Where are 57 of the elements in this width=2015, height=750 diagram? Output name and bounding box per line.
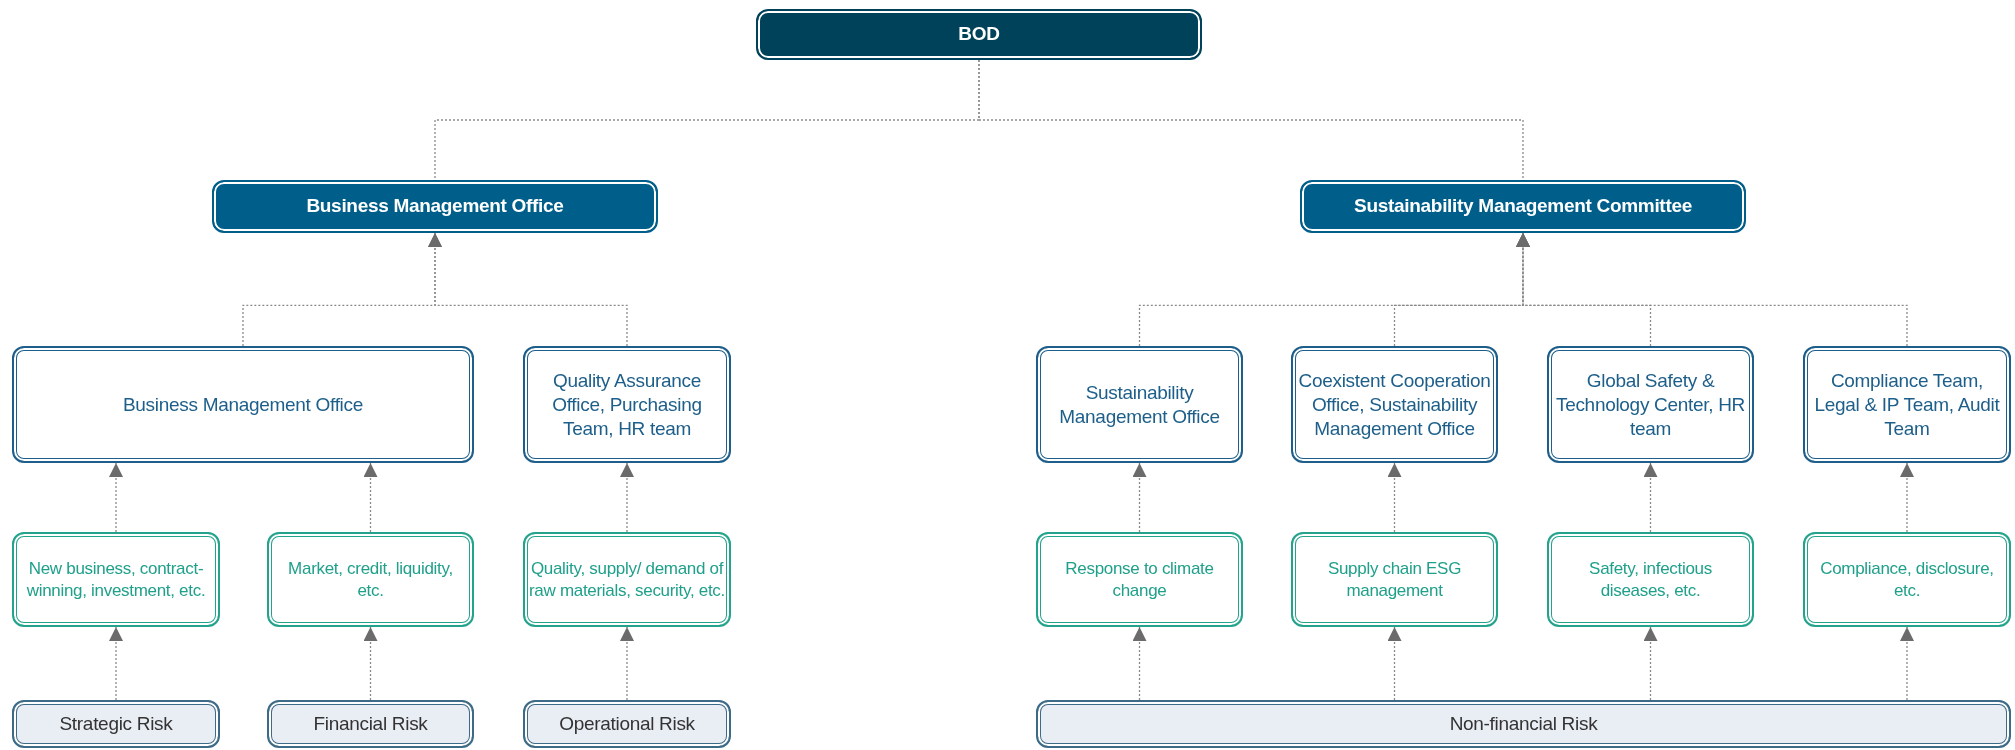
- node-label: Non-financial Risk: [1449, 711, 1598, 736]
- node-label: Business Management Office: [122, 392, 363, 417]
- node-label: Quality, supply/ demand of raw materials, security, etc.: [529, 557, 725, 602]
- risk-category-box: [1036, 700, 2011, 748]
- risk-category-box: [523, 700, 731, 748]
- department-box: [1291, 346, 1498, 463]
- connector-arrow: [1900, 626, 1914, 701]
- node-label: Financial Risk: [313, 711, 428, 736]
- department-box: [523, 346, 731, 463]
- risk-item-box: [12, 532, 220, 627]
- node-label: Coexistent Cooperation Office, Sustainability Management Office: [1297, 368, 1492, 441]
- committee-box: [1300, 180, 1746, 233]
- board-box: [756, 9, 1202, 60]
- risk-item-box: [1803, 532, 2011, 627]
- department-box: [1036, 346, 1243, 463]
- node-label: Quality Assurance Office, Purchasing Team, HR team: [551, 368, 703, 441]
- node-label: Compliance, disclosure, etc.: [1819, 557, 1995, 602]
- node-label: Market, credit, liquidity, etc.: [287, 557, 454, 602]
- risk-item-box: [1036, 532, 1243, 627]
- connector-arrow: [109, 626, 123, 701]
- connector-arrow: [109, 462, 123, 533]
- committee-box: [212, 180, 658, 233]
- risk-category-box: [12, 700, 220, 748]
- connector-arrow: [1387, 626, 1402, 701]
- connector-arrow: [1387, 462, 1402, 533]
- node-label: New business, contract-winning, investment, etc.: [25, 557, 207, 602]
- connector-arrow: [1900, 462, 1914, 533]
- risk-category-box: [267, 700, 474, 748]
- node-label: Supply chain ESG management: [1326, 557, 1463, 602]
- risk-item-box: [1547, 532, 1754, 627]
- node-label: BOD: [958, 22, 1000, 47]
- node-label: Sustainability Management Committee: [1354, 194, 1692, 219]
- connector-arrow: [620, 462, 634, 533]
- risk-item-box: [1291, 532, 1498, 627]
- connector-arrow: [1643, 462, 1658, 533]
- node-label: Operational Risk: [559, 711, 695, 736]
- node-label: Sustainability Management Office: [1058, 380, 1221, 429]
- department-box: [12, 346, 474, 463]
- risk-item-box: [267, 532, 474, 627]
- node-label: Compliance Team, Legal & IP Team, Audit Team: [1813, 368, 2001, 441]
- connector-arrow: [620, 626, 634, 701]
- node-label: Business Management Office: [306, 194, 564, 219]
- node-label: Response to climate change: [1064, 557, 1215, 602]
- node-label: Strategic Risk: [59, 711, 173, 736]
- connector-arrow: [363, 626, 378, 701]
- department-box: [1547, 346, 1754, 463]
- connector-arrow: [1516, 232, 1908, 347]
- connector-arrow: [1132, 626, 1147, 701]
- connector-arrow: [428, 232, 628, 347]
- node-label: Safety, infectious diseases, etc.: [1588, 557, 1713, 602]
- connector-arrow: [1132, 462, 1147, 533]
- connector-arrow: [363, 462, 378, 533]
- risk-item-box: [523, 532, 731, 627]
- node-label: Global Safety & Technology Center, HR team: [1554, 368, 1747, 441]
- connector-line: [978, 59, 1524, 181]
- department-box: [1803, 346, 2011, 463]
- connector-arrow: [1643, 626, 1658, 701]
